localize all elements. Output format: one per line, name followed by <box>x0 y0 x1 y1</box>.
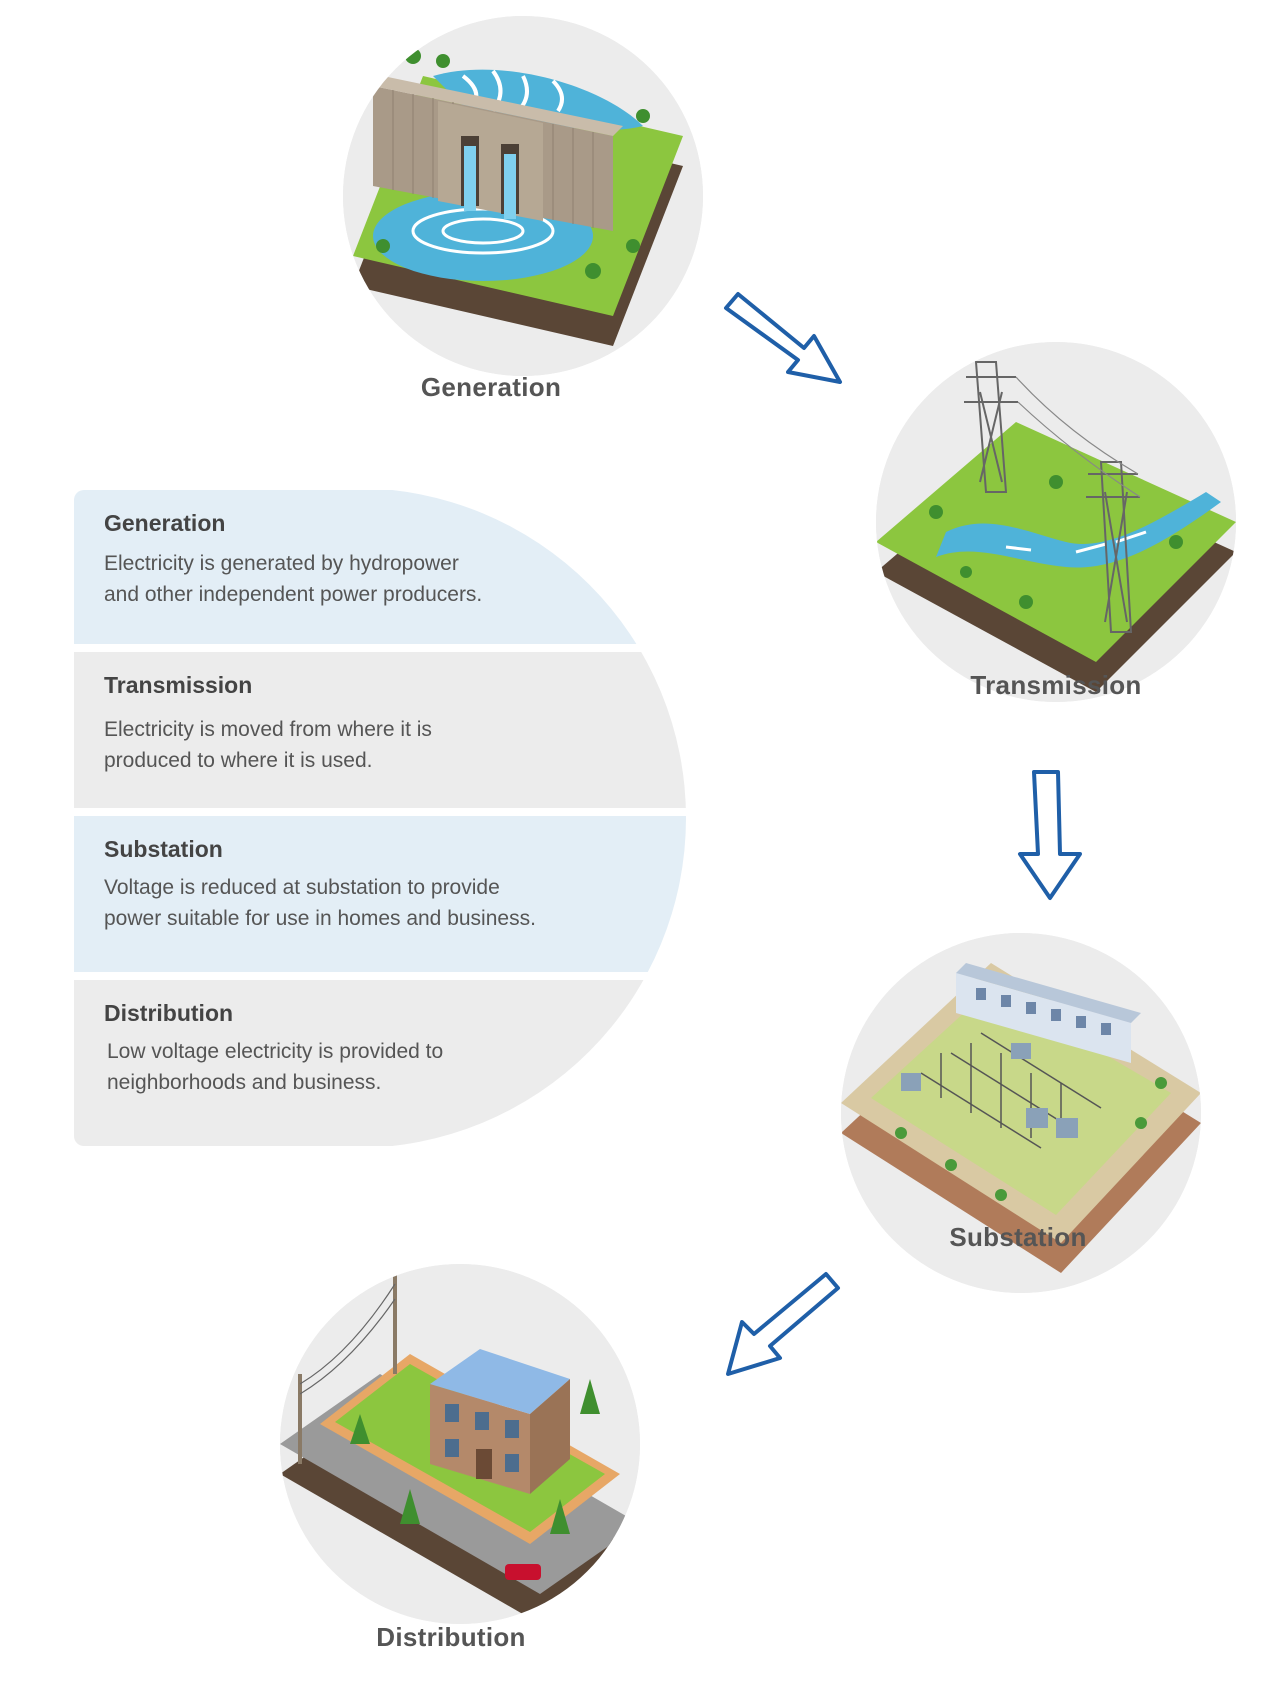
flow-arrow-icon <box>726 1272 840 1376</box>
info-row-distribution: Distribution Low voltage electricity is … <box>74 980 686 1146</box>
info-row-generation: Generation Electricity is generated by h… <box>74 490 686 644</box>
stage-label-generation: Generation <box>420 372 562 402</box>
flow-arrow-icon <box>1018 770 1082 900</box>
info-desc-line-2: and other independent power producers. <box>104 583 483 606</box>
info-desc-line-2: produced to where it is used. <box>104 749 373 772</box>
info-title: Transmission <box>104 672 253 698</box>
info-title: Generation <box>104 510 226 536</box>
generation-scene-icon <box>343 16 703 376</box>
stage-label-distribution: Distribution <box>376 1622 526 1652</box>
info-desc-line-1: Electricity is generated by hydropower <box>104 552 459 575</box>
transmission-scene-icon <box>876 342 1236 702</box>
info-desc-line-1: Low voltage electricity is provided to <box>107 1040 444 1063</box>
stage-label-transmission: Transmission <box>970 670 1142 700</box>
info-desc-line-1: Electricity is moved from where it is <box>104 718 432 741</box>
distribution-scene-icon <box>280 1264 640 1624</box>
info-desc-line-2: neighborhoods and business. <box>107 1071 382 1094</box>
info-row-transmission: Transmission Electricity is moved from w… <box>74 652 686 808</box>
flow-arrow-icon <box>724 292 842 384</box>
substation-scene-icon <box>841 933 1201 1293</box>
info-desc-line-2: power suitable for use in homes and busi… <box>104 907 536 930</box>
stage-label-substation: Substation <box>949 1222 1087 1252</box>
info-title: Substation <box>104 836 223 862</box>
info-desc-line-1: Voltage is reduced at substation to prov… <box>104 876 500 899</box>
info-panel: Generation Electricity is generated by h… <box>74 490 686 1146</box>
info-title: Distribution <box>104 1000 234 1026</box>
info-row-substation: Substation Voltage is reduced at substat… <box>74 816 686 972</box>
